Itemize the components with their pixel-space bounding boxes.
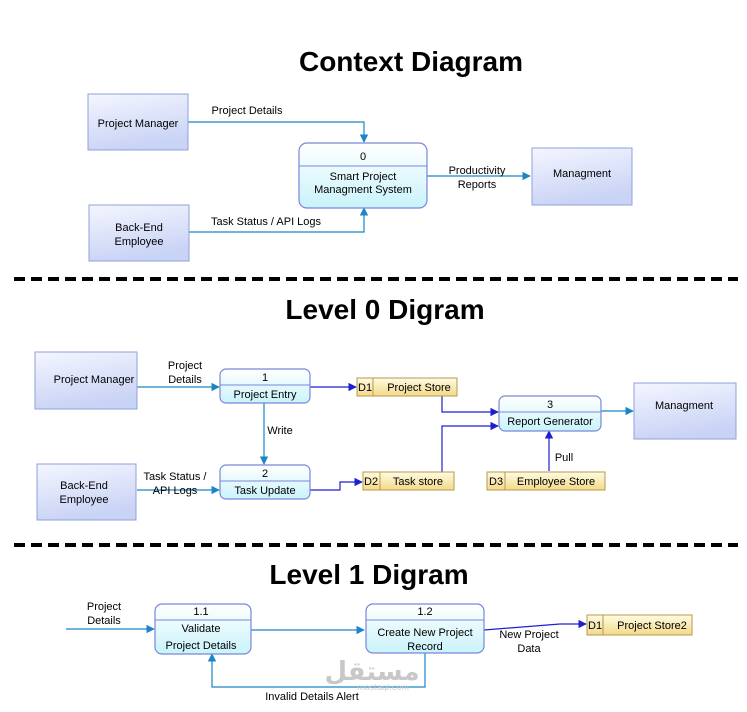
level1-flow-label-data: Data — [517, 643, 541, 655]
level0-flow-projectstore-to-report — [441, 396, 499, 417]
level0-flow-label-pull: Pull — [555, 452, 573, 464]
watermark-arabic: مستقل — [324, 657, 419, 687]
level0-flow-label-project: Project — [168, 360, 202, 372]
level1-flow-new-project-data — [483, 619, 587, 631]
entity-label: Project Manager — [54, 374, 135, 386]
process-number: 1 — [262, 372, 268, 384]
level1-process-1-1[interactable]: 1.1 Validate Project Details — [154, 603, 252, 655]
level0-process-2[interactable]: 2 Task Update — [219, 464, 311, 500]
level0-process-1[interactable]: 1 Project Entry — [219, 368, 311, 404]
process-name: Project Entry — [234, 389, 297, 401]
context-entity-project-manager[interactable]: Project Manager — [87, 93, 189, 151]
context-entity-management[interactable]: Managment — [531, 147, 633, 206]
level0-flow-label-api-logs: API Logs — [153, 485, 198, 497]
process-name-line1: Validate — [182, 623, 221, 635]
context-flow-label-project-details: Project Details — [212, 105, 283, 117]
process-number: 3 — [547, 399, 553, 411]
store-name: Project Store2 — [617, 620, 687, 632]
level0-flows — [137, 382, 634, 495]
level1-flow-label-invalid-alert: Invalid Details Alert — [265, 691, 359, 703]
process-name-line2: Record — [407, 641, 442, 653]
entity-label: Managment — [553, 168, 611, 180]
level1-store-d1[interactable]: D1 Project Store2 — [586, 614, 693, 636]
process-name-line2: Managment System — [314, 184, 412, 196]
context-flows — [188, 121, 531, 233]
level1-flow-invalid-alert — [207, 652, 426, 688]
process-number: 1.2 — [417, 606, 432, 618]
process-name: Task Update — [234, 485, 295, 497]
process-number: 0 — [360, 151, 366, 163]
level0-entity-backend-employee[interactable]: Back-End Employee — [36, 463, 137, 521]
process-number: 1.1 — [193, 606, 208, 618]
context-flow-project-details — [188, 121, 369, 143]
context-flow-label-reports: Reports — [458, 179, 497, 191]
store-name: Employee Store — [517, 476, 595, 488]
entity-label-line2: Employee — [115, 236, 164, 248]
store-name: Task store — [393, 476, 443, 488]
level1-process-1-2[interactable]: 1.2 Create New Project Record — [365, 603, 485, 654]
level1-flow-label-new-project: New Project — [499, 629, 558, 641]
level0-diagram-title: Level 0 Digram — [285, 294, 484, 325]
level0-store-d1[interactable]: D1 Project Store — [356, 377, 458, 397]
process-name-line1: Create New Project — [377, 627, 472, 639]
context-process-0[interactable]: 0 Smart Project Managment System — [298, 142, 428, 209]
level0-store-d3[interactable]: D3 Employee Store — [486, 471, 606, 491]
level0-store-d2[interactable]: D2 Task store — [362, 471, 455, 491]
mostaql-watermark: مستقل mostaql.com — [324, 657, 419, 692]
level0-entity-project-manager[interactable]: Project Manager — [34, 351, 138, 410]
entity-label-line2: Employee — [60, 494, 109, 506]
level1-diagram-title: Level 1 Digram — [269, 559, 468, 590]
process-number: 2 — [262, 468, 268, 480]
store-name: Project Store — [387, 382, 451, 394]
store-id: D1 — [358, 382, 372, 394]
level0-entity-management[interactable]: Managment — [633, 382, 737, 440]
level0-flow-label-write: Write — [267, 425, 292, 437]
level0-flow-label-details: Details — [168, 374, 202, 386]
context-flow-label-productivity: Productivity — [449, 165, 506, 177]
level1-flow-label-details: Details — [87, 615, 121, 627]
level1-flow-label-project: Project — [87, 601, 121, 613]
level0-flow-label-task-status: Task Status / — [144, 471, 208, 483]
process-name-line1: Smart Project — [330, 171, 397, 183]
context-flow-label-task-status: Task Status / API Logs — [211, 216, 322, 228]
context-flow-task-status — [188, 207, 369, 233]
entity-label: Managment — [655, 400, 713, 412]
process-name-line2: Project Details — [166, 640, 237, 652]
entity-label-line1: Back-End — [60, 480, 108, 492]
store-id: D2 — [364, 476, 378, 488]
watermark-latin: mostaql.com — [357, 683, 409, 692]
level0-flow-update-to-store — [310, 477, 363, 491]
process-name: Report Generator — [507, 416, 593, 428]
level0-process-3[interactable]: 3 Report Generator — [498, 395, 602, 432]
context-diagram-title: Context Diagram — [299, 46, 523, 77]
context-entity-backend-employee[interactable]: Back-End Employee — [88, 204, 190, 262]
store-id: D1 — [588, 620, 602, 632]
entity-label-line1: Back-End — [115, 222, 163, 234]
level0-flow-taskstore-to-report — [441, 421, 499, 472]
entity-label: Project Manager — [98, 118, 179, 130]
level1-flows — [66, 619, 587, 688]
store-id: D3 — [489, 476, 503, 488]
